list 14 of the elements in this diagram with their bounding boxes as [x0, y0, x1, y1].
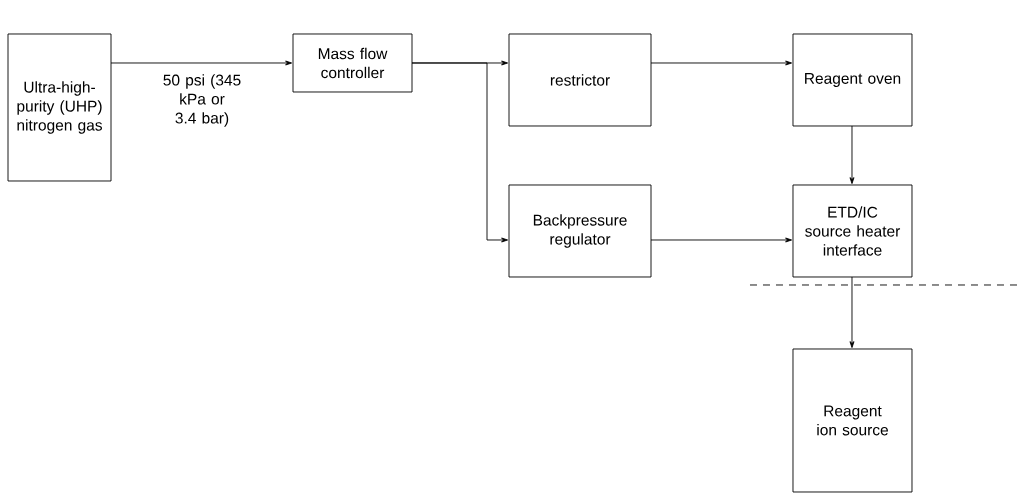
- edge-label: 50 psi (345 kPa or 3.4 bar): [153, 73, 251, 128]
- process-box: Backpressure regulator: [508, 184, 652, 278]
- arrow: [849, 125, 855, 184]
- process-box: Ultra-high-purity (UHP) nitrogen gas: [7, 33, 112, 182]
- arrow: [650, 60, 793, 66]
- process-box: Reagent oven: [792, 33, 913, 127]
- arrow: [849, 276, 855, 348]
- arrow: [110, 60, 293, 66]
- process-box: Reagent ion source: [792, 348, 913, 493]
- arrow: [650, 237, 793, 243]
- process-box: Mass flow controller: [292, 33, 413, 93]
- process-box: restrictor: [508, 33, 652, 127]
- arrow: [411, 62, 509, 243]
- process-box: ETD/IC source heater interface: [792, 184, 913, 278]
